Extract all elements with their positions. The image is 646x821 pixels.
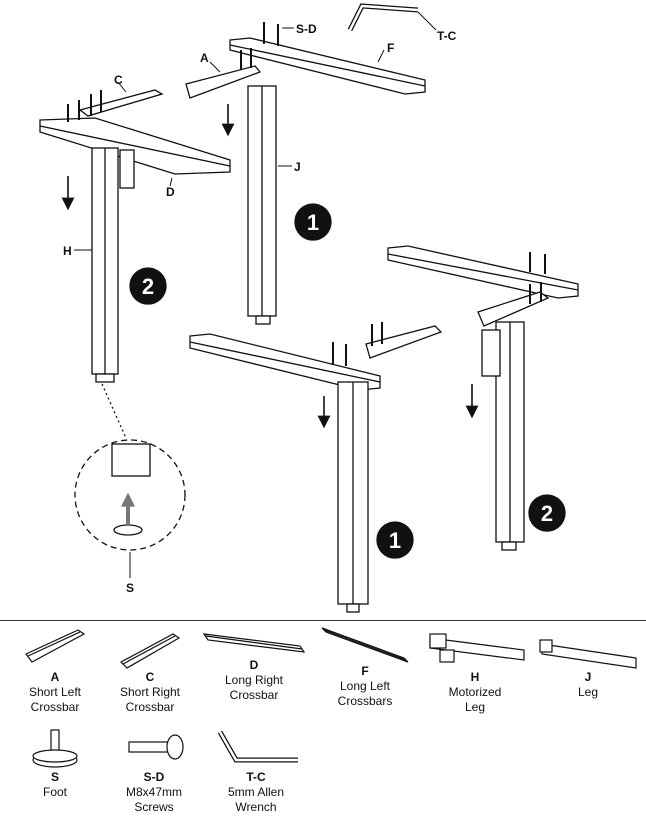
callout-d: D xyxy=(166,185,175,199)
motorized-leg-icon xyxy=(429,633,525,663)
callout-s-d: S-D xyxy=(296,22,317,36)
part-code: T-C xyxy=(246,770,266,784)
callout-j: J xyxy=(294,160,301,174)
callout-a: A xyxy=(200,51,209,65)
short-left-crossbar-icon xyxy=(25,629,86,663)
part-code: S xyxy=(50,770,59,784)
allen-wrench-icon xyxy=(217,730,298,763)
part-name-line2: Leg xyxy=(464,700,486,714)
part-s: S Foot xyxy=(20,724,90,800)
leg-h-assembly xyxy=(39,89,231,383)
part-code: J xyxy=(584,670,592,684)
part-name-line1: 5mm Allen xyxy=(227,785,285,799)
part-f: F Long Left Crossbars xyxy=(318,622,412,709)
part-name-line1: Foot xyxy=(42,785,67,799)
part-name-line2: Wrench xyxy=(235,800,277,814)
long-right-crossbar-icon xyxy=(202,633,306,653)
short-right-crossbar-icon xyxy=(120,633,181,669)
leg-step2-right xyxy=(387,245,579,551)
step-1-top-number: 1 xyxy=(307,210,319,235)
part-name-line2: Crossbars xyxy=(337,694,393,708)
part-name-line1: Motorized xyxy=(448,685,502,699)
part-t-c: T-C 5mm Allen Wrench xyxy=(206,724,306,815)
callout-s: S xyxy=(126,581,134,595)
part-j: J Leg xyxy=(536,622,640,700)
step-2-right-number: 2 xyxy=(541,501,553,526)
part-c: C Short Right Crossbar xyxy=(110,622,190,715)
part-name-line1: Long Right xyxy=(224,673,284,687)
callout-t-c: T-C xyxy=(437,29,457,43)
part-code: A xyxy=(50,670,60,684)
part-name-line1: M8x47mm xyxy=(125,785,182,799)
part-name-line2: Crossbar xyxy=(30,700,80,714)
leg-step1-right xyxy=(189,322,443,613)
parts-divider xyxy=(0,620,646,621)
part-name-line1: Leg xyxy=(577,685,599,699)
assembly-diagram: S-D T-C A F C D J H S 1 2 1 2 xyxy=(39,3,579,613)
part-code: D xyxy=(249,658,259,672)
step-1-bottom-number: 1 xyxy=(389,528,401,553)
long-left-crossbar-icon xyxy=(321,627,409,663)
callout-c: C xyxy=(114,73,123,87)
part-a: A Short Left Crossbar xyxy=(15,622,95,715)
part-h: H Motorized Leg xyxy=(420,622,530,715)
step-2-left-number: 2 xyxy=(142,274,154,299)
foot-detail xyxy=(74,383,186,551)
part-s-d: S-D M8x47mm Screws xyxy=(114,724,194,815)
leg-j-assembly xyxy=(185,22,426,325)
part-name-line2: Crossbar xyxy=(125,700,175,714)
part-name-line1: Short Left xyxy=(28,685,82,699)
part-name-line2: Screws xyxy=(134,800,174,814)
part-code: S-D xyxy=(143,770,165,784)
leg-icon xyxy=(539,639,637,669)
callout-h: H xyxy=(63,244,72,258)
callout-f: F xyxy=(387,41,394,55)
part-code: F xyxy=(361,664,369,678)
part-code: H xyxy=(470,670,480,684)
screw-icon xyxy=(128,734,184,760)
part-name-line2: Crossbar xyxy=(229,688,279,702)
part-code: C xyxy=(145,670,155,684)
part-d: D Long Right Crossbar xyxy=(200,622,308,703)
foot-icon xyxy=(32,729,78,768)
part-name-line1: Long Left xyxy=(339,679,391,693)
part-name-line1: Short Right xyxy=(119,685,181,699)
